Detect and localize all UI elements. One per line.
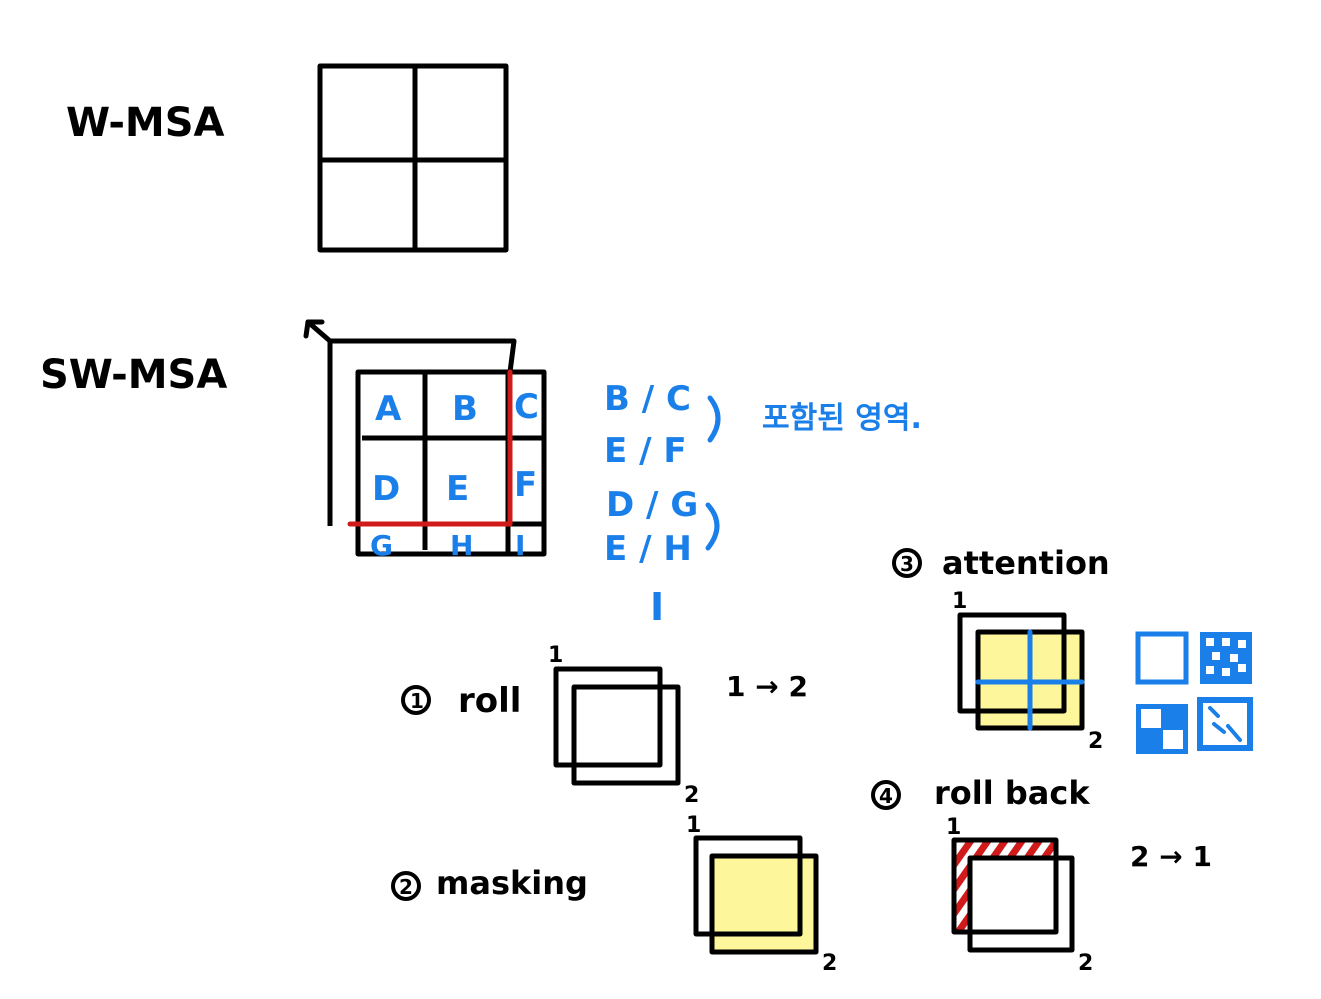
sw-msa-label: SW-MSA [40, 352, 227, 398]
roll-corner-a: 1 [548, 643, 563, 668]
mask-matrix-1 [1135, 631, 1189, 685]
roll-corner-b: 2 [684, 783, 699, 808]
step-masking-label: masking [436, 864, 588, 902]
sw-msa-shift-outline [303, 319, 517, 526]
attention-mask-matrices [1135, 631, 1253, 754]
cell-d: D [372, 469, 400, 509]
step-masking-number: 2 [399, 875, 413, 899]
cell-c: C [514, 387, 539, 427]
group1-note: 포함된 영역. [762, 401, 922, 436]
cell-e: E [446, 469, 469, 509]
step-roll-number: 1 [410, 689, 424, 713]
group2-brace-icon [705, 502, 720, 551]
w-msa-window-grid [317, 63, 509, 253]
w-msa-label: W-MSA [66, 100, 225, 146]
cell-h: H [450, 529, 473, 562]
step-roll-back-label: roll back [934, 774, 1090, 812]
roll-transition: 1 → 2 [726, 670, 808, 703]
group1-top: B / C [604, 379, 691, 419]
step-roll-back-number: 4 [879, 784, 893, 808]
cell-a: A [375, 389, 402, 429]
sw-msa-cell-labels: A B C D E F G H I [370, 387, 539, 562]
step-masking: 2 masking 1 2 [391, 813, 837, 976]
attention-corner-a: 1 [952, 589, 967, 614]
step-attention-number: 3 [900, 552, 914, 576]
step-attention: 3 attention 1 2 [892, 544, 1253, 754]
group2-bottom: E / H [604, 529, 692, 569]
roll-back-masked-region [954, 840, 1056, 932]
group1-bottom: E / F [604, 431, 687, 471]
group2-top: D / G [606, 485, 698, 525]
masking-corner-a: 1 [686, 813, 701, 838]
attention-corner-b: 2 [1088, 729, 1103, 754]
window-group-notes: B / C E / F 포함된 영역. D / G E / H I [604, 379, 922, 629]
group1-brace-icon [707, 395, 721, 443]
step-roll-label: roll [458, 681, 521, 721]
group3-single: I [650, 585, 664, 629]
masking-corner-b: 2 [822, 951, 837, 976]
cell-b: B [452, 389, 478, 429]
step-roll: 1 roll 1 2 1 → 2 [401, 643, 808, 808]
roll-back-corner-b: 2 [1078, 951, 1093, 976]
step-roll-back: 4 roll back 1 2 2 → 1 [871, 774, 1212, 976]
sw-msa-window-grid [347, 369, 547, 557]
mask-matrix-4 [1197, 697, 1253, 751]
shift-arrow-icon [303, 319, 325, 339]
cell-i: I [515, 529, 525, 562]
roll-back-transition: 2 → 1 [1130, 840, 1212, 873]
cell-g: G [370, 529, 393, 562]
cell-f: F [514, 465, 537, 505]
step-attention-label: attention [942, 544, 1110, 582]
roll-back-corner-a: 1 [946, 815, 961, 840]
